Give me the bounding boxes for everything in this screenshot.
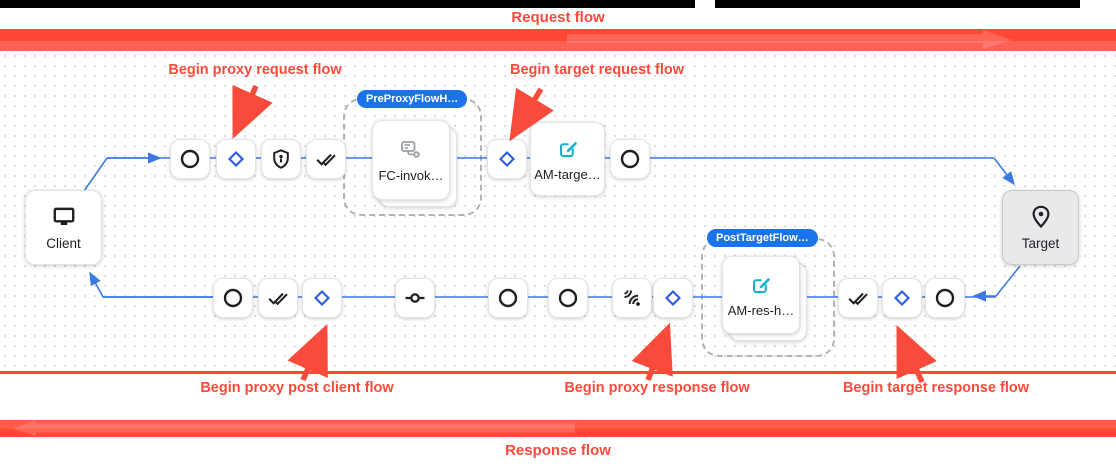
step-tile-response-circle-2[interactable] bbox=[488, 278, 528, 318]
begin-proxy-post-client-annotation: Begin proxy post client flow bbox=[200, 380, 394, 396]
step-tile-target-preflow[interactable] bbox=[610, 139, 650, 179]
step-tile-commit-node[interactable] bbox=[395, 278, 435, 318]
desktop-icon bbox=[53, 207, 74, 227]
request-flow-bar bbox=[0, 29, 1116, 51]
step-tile-response-double-check-1[interactable] bbox=[258, 278, 298, 318]
flow-callout-icon bbox=[401, 140, 420, 158]
fc-invoke-card[interactable]: FC-invok… bbox=[372, 120, 450, 200]
diamond-flow-start-icon bbox=[894, 290, 910, 306]
response-flow-arrow bbox=[12, 420, 575, 436]
canvas-bottom-border bbox=[0, 371, 1116, 374]
diamond-flow-start-icon bbox=[665, 290, 681, 306]
request-flow-arrow bbox=[567, 30, 1012, 49]
circle-step-icon bbox=[180, 149, 200, 169]
circle-step-icon bbox=[498, 288, 518, 308]
location-pin-icon bbox=[1032, 205, 1049, 228]
am-target-policy-label: AM-targe… bbox=[534, 166, 601, 182]
circle-step-icon bbox=[223, 288, 243, 308]
double-check-icon bbox=[316, 153, 337, 166]
circle-step-icon bbox=[935, 288, 955, 308]
diamond-flow-start-icon bbox=[314, 290, 330, 306]
step-tile-target-response-start[interactable] bbox=[882, 278, 922, 318]
am-target-policy-card[interactable]: AM-targe… bbox=[530, 122, 605, 196]
response-flow-label: Response flow bbox=[505, 442, 611, 459]
begin-proxy-request-annotation: Begin proxy request flow bbox=[168, 62, 342, 78]
step-tile-target-response-double-check[interactable] bbox=[838, 278, 878, 318]
response-flow-bar bbox=[0, 420, 1116, 437]
fc-invoke-card-label: FC-invok… bbox=[378, 167, 444, 183]
step-tile-target-response-circle[interactable] bbox=[925, 278, 965, 318]
step-tile-proxy-preflow[interactable] bbox=[170, 139, 210, 179]
request-flow-label: Request flow bbox=[511, 9, 605, 26]
client-node-label: Client bbox=[46, 236, 81, 251]
shield-lock-icon bbox=[273, 149, 289, 169]
diamond-flow-start-icon bbox=[228, 151, 244, 167]
begin-proxy-response-annotation: Begin proxy response flow bbox=[564, 380, 750, 396]
step-tile-proxy-request-start[interactable] bbox=[216, 139, 256, 179]
step-tile-response-circle-3[interactable] bbox=[548, 278, 588, 318]
target-node-label: Target bbox=[1021, 236, 1060, 251]
circle-step-icon bbox=[620, 149, 640, 169]
step-tile-security-shield[interactable] bbox=[261, 139, 301, 179]
step-tile-signal[interactable] bbox=[612, 278, 652, 318]
edit-square-icon bbox=[559, 140, 578, 157]
target-node[interactable]: Target bbox=[1002, 190, 1079, 265]
pre-proxy-flowhook-badge[interactable]: PreProxyFlowH… bbox=[357, 90, 468, 108]
post-target-flowhook-badge[interactable]: PostTargetFlow… bbox=[707, 229, 818, 247]
step-tile-response-circle-1[interactable] bbox=[213, 278, 253, 318]
step-tile-target-request-start[interactable] bbox=[487, 139, 527, 179]
connect-signal-icon bbox=[623, 289, 641, 307]
double-check-icon bbox=[268, 292, 289, 305]
am-response-hook-label: AM-res-h… bbox=[727, 302, 795, 318]
step-tile-proxy-response-start[interactable] bbox=[653, 278, 693, 318]
am-response-hook-card[interactable]: AM-res-h… bbox=[722, 256, 800, 334]
commit-node-icon bbox=[404, 293, 426, 303]
step-tile-double-check[interactable] bbox=[306, 139, 346, 179]
edit-square-icon bbox=[753, 276, 771, 293]
begin-target-response-annotation: Begin target response flow bbox=[842, 380, 1030, 396]
flow-canvas bbox=[0, 51, 1116, 371]
step-tile-post-client-start[interactable] bbox=[302, 278, 342, 318]
top-border-bar-left bbox=[0, 0, 695, 8]
client-node[interactable]: Client bbox=[25, 190, 102, 265]
begin-target-request-annotation: Begin target request flow bbox=[509, 62, 685, 78]
circle-step-icon bbox=[558, 288, 578, 308]
double-check-icon bbox=[848, 292, 869, 305]
top-border-bar-right bbox=[715, 0, 1080, 8]
diamond-flow-start-icon bbox=[499, 151, 515, 167]
